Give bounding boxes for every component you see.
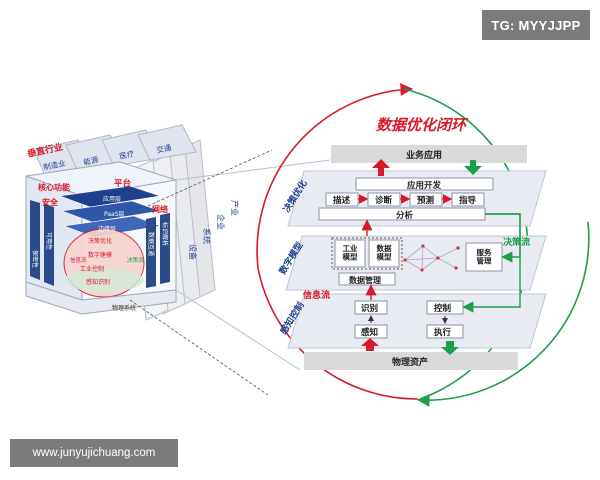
loop-item-3: 感知识别 bbox=[86, 278, 110, 286]
watermark-url: www.junyujichuang.com bbox=[10, 439, 178, 467]
stack-label-0: 制造业 bbox=[42, 157, 67, 172]
stack-label-3: 交通 bbox=[155, 142, 172, 155]
core-func-label: 核心功能 bbox=[38, 182, 70, 192]
loop-item-1: 数字建模 bbox=[88, 251, 112, 259]
net-col-0: 数据互通 bbox=[147, 232, 155, 256]
sense-box-1: 控制 bbox=[434, 303, 452, 314]
sec-col-1: 可用性 bbox=[45, 232, 53, 250]
model-1-line-0-line: 模型 bbox=[377, 252, 392, 262]
loop-item-0: 决策优化 bbox=[88, 237, 112, 245]
stack-label-1: 能源 bbox=[82, 154, 99, 167]
bottom-bar bbox=[304, 352, 518, 370]
step-2: 预测 bbox=[417, 195, 435, 206]
platform-label: 平台 bbox=[114, 178, 132, 189]
service-mgmt-label: 服务管理 bbox=[477, 247, 492, 266]
decision-flow-label: 决策流 bbox=[503, 236, 530, 248]
security-label: 安全 bbox=[42, 197, 59, 207]
flow-arrows: 信息流 决策流 bbox=[303, 213, 530, 313]
service-mgmt-label-line: 管理 bbox=[477, 256, 492, 266]
side-label-3: 设备 bbox=[188, 244, 198, 260]
model-1-line-0: 数据模型 bbox=[377, 243, 392, 262]
model-0-line-0: 工业模型 bbox=[343, 243, 358, 262]
stack-label-2: 医疗 bbox=[118, 148, 135, 161]
model-1-line-0-line: 数据 bbox=[377, 243, 392, 253]
step-1: 诊断 bbox=[375, 195, 393, 206]
data-mgmt-label: 数据管理 bbox=[349, 275, 381, 285]
analysis-label: 分析 bbox=[396, 210, 414, 221]
step-3: 指导 bbox=[459, 195, 477, 206]
sense-box-3: 执行 bbox=[434, 327, 452, 338]
loop-item-2: 工业控制 bbox=[80, 265, 104, 273]
edge-layer-label: 边缘层 bbox=[98, 225, 116, 233]
model-0-line-0-line: 工业 bbox=[343, 243, 358, 253]
info-flow-label: 信息流 bbox=[303, 289, 330, 301]
watermark-tag: TG: MYYJJPP bbox=[482, 10, 590, 40]
loop-item-4: 信息流 bbox=[70, 256, 87, 264]
left-cube bbox=[25, 124, 216, 321]
network-graph-icon bbox=[404, 245, 459, 271]
sense-box-2: 感知 bbox=[361, 327, 378, 338]
sense-layer: 识别 控制 感知 执行 bbox=[354, 300, 464, 355]
app-dev-label: 应用开发 bbox=[407, 180, 442, 191]
loop-title: 数据优化闭环 bbox=[376, 116, 469, 134]
side-label-0: 产业 bbox=[230, 200, 240, 216]
loop-item-5: 决策流 bbox=[127, 256, 144, 264]
network-label: 网络 bbox=[152, 204, 168, 214]
service-mgmt-label-line: 服务 bbox=[477, 247, 492, 257]
paas-layer-label: PaaS层 bbox=[104, 211, 125, 218]
sense-box-0: 识别 bbox=[361, 303, 378, 314]
sec-col-0: 保密性 bbox=[31, 250, 39, 268]
zoom-lines bbox=[129, 149, 331, 396]
side-label-1: 企业 bbox=[216, 214, 226, 230]
decision-layer: 应用开发 描述 诊断 预测 指导 分析 bbox=[318, 159, 494, 221]
step-0: 描述 bbox=[333, 195, 351, 206]
model-0-line-0-line: 模型 bbox=[343, 252, 358, 262]
net-col-1: 标识解析 bbox=[161, 222, 169, 246]
top-bar bbox=[331, 145, 527, 163]
app-layer-label: 应用层 bbox=[103, 195, 121, 203]
side-label-2: 系统 bbox=[202, 228, 212, 244]
top-bar-label: 业务应用 bbox=[406, 149, 442, 161]
bottom-bar-label: 物理资产 bbox=[392, 356, 428, 368]
physical-label: 物理系统 bbox=[112, 304, 136, 312]
left-texts: 垂直行业 制造业 能源 医疗 交通 产业 企业 系统 设备 核心功能 平台 应用… bbox=[26, 141, 240, 312]
model-layer: 工业模型 数据模型 数据管理 服务管理 bbox=[331, 237, 503, 286]
